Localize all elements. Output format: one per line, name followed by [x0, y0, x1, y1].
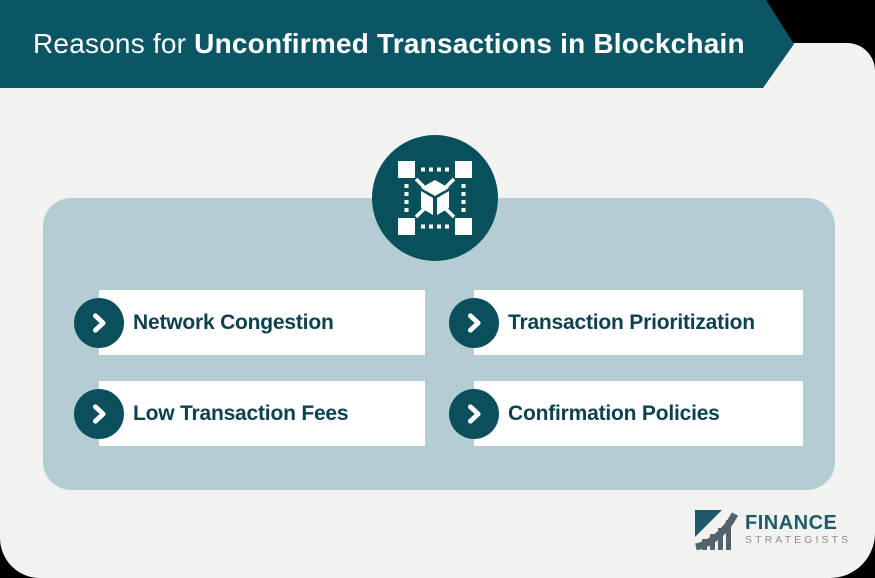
brand-name-bottom: STRATEGISTS — [745, 534, 852, 546]
item-confirmation-policies: Confirmation Policies — [449, 381, 803, 446]
item-low-transaction-fees: Low Transaction Fees — [74, 381, 425, 446]
chevron-right-icon — [449, 297, 499, 348]
brand-name: FINANCE STRATEGISTS — [745, 513, 851, 547]
bridge-chart-icon — [694, 509, 738, 551]
blockchain-network-icon — [372, 135, 498, 261]
page-title: Reasons for Unconfirmed Transactions in … — [0, 28, 745, 60]
chevron-right-icon — [74, 388, 124, 439]
chevron-right-icon — [449, 388, 499, 439]
item-network-congestion: Network Congestion — [74, 290, 425, 355]
chevron-right-icon — [74, 297, 124, 348]
brand-logo: FINANCE STRATEGISTS — [694, 509, 851, 551]
brand-name-top: FINANCE — [745, 512, 838, 534]
page-title-regular: Reasons for — [33, 28, 195, 59]
item-label: Network Congestion — [133, 310, 334, 334]
item-transaction-prioritization: Transaction Prioritization — [449, 290, 803, 355]
page-title-bold: Unconfirmed Transactions in Blockchain — [194, 28, 745, 59]
title-banner: Reasons for Unconfirmed Transactions in … — [0, 0, 794, 88]
item-label: Confirmation Policies — [508, 401, 720, 425]
item-label: Transaction Prioritization — [508, 310, 755, 334]
item-label: Low Transaction Fees — [133, 401, 349, 425]
